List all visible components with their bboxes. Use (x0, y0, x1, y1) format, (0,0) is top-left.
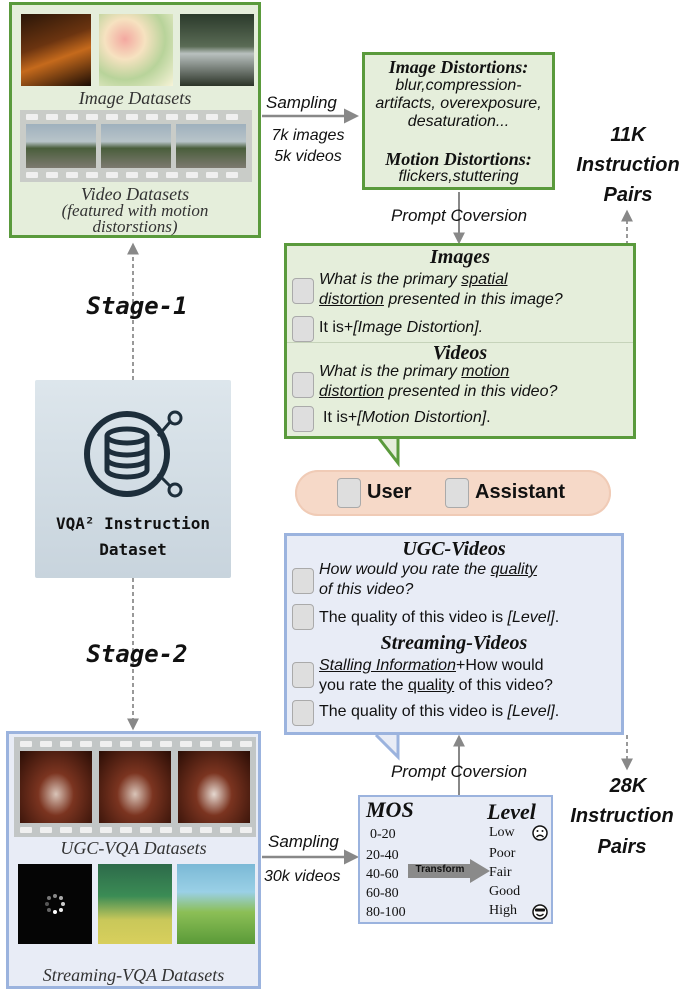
video-datasets-note: (featured with motion distorstions) (61, 201, 209, 236)
stage1-qa-box: Images What is the primary spatial disto… (284, 243, 636, 439)
videos-question-line2: distortion presented in this video? (319, 383, 558, 400)
level-2: Fair (489, 865, 512, 880)
image-thumb-flowers (99, 14, 173, 86)
user-avatar-icon (292, 568, 314, 594)
mos-level-box: MOS Level 0-20 20-40 40-60 60-80 80-100 … (358, 795, 553, 924)
user-avatar-icon (337, 478, 361, 508)
pairs-bottom-label-2: Pairs (597, 836, 647, 858)
sampling-top-count-videos: 5k videos (274, 148, 342, 165)
green-callout-tail (376, 436, 400, 468)
streaming-question-line1: Stalling Information+How would (319, 657, 544, 674)
pairs-bottom-label-1: Instruction (570, 805, 674, 827)
user-avatar-icon (292, 278, 314, 304)
streaming-vqa-label: Streaming-VQA Datasets (42, 965, 225, 985)
streaming-frame-loading (18, 864, 92, 944)
videos-title: Videos (432, 342, 488, 364)
pairs-top-label-2: Pairs (603, 184, 653, 206)
stage2-source-datasets-box: UGC-VQA Datasets Streaming-VQA Datasets (6, 731, 261, 989)
image-thumb-singer (21, 14, 91, 86)
user-avatar-icon (292, 372, 314, 398)
dataset-title-line2: Dataset (99, 540, 167, 559)
image-thumb-forest (180, 14, 254, 86)
video-frame-road-2 (101, 124, 171, 168)
level-0: Low (489, 825, 515, 840)
level-4: High (489, 903, 517, 918)
qa-divider (287, 342, 633, 343)
videos-answer: It is+[Motion Distortion]. (323, 409, 491, 426)
sampling-bottom-count: 30k videos (264, 868, 341, 885)
sampling-top-label: Sampling (266, 93, 337, 112)
transform-arrow-icon (408, 859, 490, 883)
legend-assistant-label: Assistant (475, 481, 566, 503)
video-filmstrip (20, 110, 252, 182)
cool-face-icon (532, 904, 548, 920)
motion-distortions-list: flickers,stuttering (398, 168, 519, 185)
assistant-avatar-icon (292, 406, 314, 432)
ugc-vqa-label: UGC-VQA Datasets (60, 838, 207, 858)
ugc-filmstrip (14, 737, 256, 837)
stage1-source-datasets-box: Image Datasets Video Datasets (featured … (9, 2, 261, 238)
video-frame-road-3 (176, 124, 246, 168)
sampling-bottom-label: Sampling (268, 832, 339, 851)
mos-range-3: 60-80 (366, 886, 399, 901)
assistant-avatar-icon (292, 700, 314, 726)
ugc-frame-dancers-3 (178, 751, 250, 823)
images-answer: It is+[Image Distortion]. (319, 319, 484, 336)
streaming-answer: The quality of this video is [Level]. (319, 703, 560, 720)
dataset-title-line1: VQA² Instruction (55, 514, 211, 533)
stage1-label: Stage-1 (86, 292, 188, 320)
ugc-frame-dancers-2 (99, 751, 171, 823)
mos-range-2: 40-60 (366, 867, 399, 882)
images-question-line2: distortion presented in this image? (319, 291, 563, 308)
videos-question-line1: What is the primary motion (319, 363, 510, 380)
level-title: Level (487, 799, 536, 824)
role-legend: User Assistant (295, 470, 611, 516)
image-distortions-title: Image Distortions: (388, 57, 529, 77)
dataset-card: VQA² Instruction Dataset (35, 380, 231, 578)
ugc-answer: The quality of this video is [Level]. (319, 609, 560, 626)
image-datasets-label: Image Datasets (78, 88, 192, 108)
pairs-top-count: 11K (610, 124, 646, 146)
assistant-avatar-icon (292, 316, 314, 342)
ugc-question-line1: How would you rate the quality (319, 561, 537, 578)
ugc-question-line2: of this video? (319, 581, 414, 598)
video-frame-road-1 (26, 124, 96, 168)
images-title: Images (430, 246, 490, 268)
streaming-frame-animation-2 (177, 864, 255, 944)
images-question-line1: What is the primary spatial (319, 271, 508, 288)
level-1: Poor (489, 846, 516, 861)
mos-range-0: 0-20 (370, 827, 396, 842)
prompt-conversion-top: Prompt Coversion (390, 206, 528, 225)
assistant-avatar-icon (292, 604, 314, 630)
pairs-top-label-1: Instruction (576, 154, 680, 176)
ugc-title: UGC-Videos (402, 538, 506, 560)
prompt-conversion-bottom: Prompt Coversion (390, 762, 528, 781)
mos-range-1: 20-40 (366, 848, 399, 863)
ugc-frame-dancers-1 (20, 751, 92, 823)
streaming-question-line2: you rate the quality of this video? (319, 677, 553, 694)
mos-range-4: 80-100 (366, 905, 406, 920)
sampling-top-count-images: 7k images (271, 127, 345, 144)
transform-label: Transform (415, 864, 465, 875)
image-distortions-list: blur,compression-artifacts, overexposure… (375, 77, 542, 130)
pairs-bottom-count: 28K (609, 775, 647, 797)
blue-callout-tail (374, 733, 400, 761)
database-icon (84, 410, 183, 498)
distortion-types-box: Image Distortions: blur,compression-arti… (362, 52, 555, 190)
streaming-title: Streaming-Videos (380, 632, 528, 654)
assistant-avatar-icon (445, 478, 469, 508)
level-3: Good (489, 884, 521, 899)
loading-spinner-icon (45, 894, 65, 914)
motion-distortions-title: Motion Distortions: (385, 149, 532, 169)
video-datasets-label: Video Datasets (80, 184, 190, 204)
mos-title: MOS (366, 797, 414, 822)
sad-face-icon (532, 825, 548, 841)
user-avatar-icon (292, 662, 314, 688)
stage2-qa-box: UGC-Videos How would you rate the qualit… (284, 533, 624, 735)
stage2-label: Stage-2 (86, 640, 188, 668)
streaming-frame-animation-1 (98, 864, 172, 944)
legend-user-label: User (367, 481, 412, 503)
